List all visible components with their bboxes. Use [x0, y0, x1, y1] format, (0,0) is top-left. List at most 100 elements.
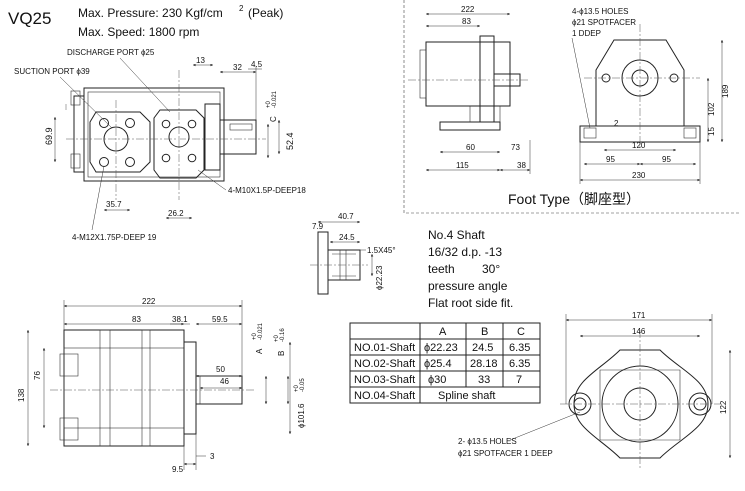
dim-4-5: 4.5 [251, 60, 263, 69]
table-row1-b: 24.5 [472, 342, 493, 354]
side-dim-b: B [277, 351, 286, 356]
foot-dim-38: 38 [517, 161, 526, 170]
pressure-peak: (Peak) [248, 6, 283, 20]
side-dim-222: 222 [142, 297, 156, 306]
foot-type-title: Foot Type（脚座型） [508, 191, 640, 207]
foot-dim-102: 102 [707, 102, 716, 116]
foot-dim-222: 222 [461, 5, 475, 14]
table-row3-b: 33 [478, 374, 490, 386]
side-hatch-bottom [59, 417, 79, 441]
side-dim-101-6-tol-bottom: -0.05 [300, 378, 306, 392]
shaft-chamfer: 1.5X45° [367, 246, 396, 255]
suction-bolt-2 [125, 118, 135, 128]
shaft-flange [317, 231, 329, 295]
side-dim-138: 138 [17, 388, 26, 402]
table-header-a: A [439, 326, 447, 338]
front-body-outline [83, 87, 225, 182]
front-mount-flange [204, 103, 221, 171]
shaft-dim-7-9: 7.9 [312, 222, 324, 231]
side-dim-a: A [255, 348, 264, 354]
table-row2-a: ϕ25.4 [424, 358, 452, 370]
table-row1-c: 6.35 [509, 342, 530, 354]
table-row3-c: 7 [516, 374, 522, 386]
table-row2-b: 28.18 [470, 358, 498, 370]
flange-holes-line1: 2- ϕ13.5 HOLES [458, 437, 517, 446]
max-speed: Max. Speed: 1800 rpm [78, 25, 199, 39]
table-row2-c: 6.35 [509, 358, 530, 370]
table-header-c: C [517, 326, 525, 338]
foot-holes-line3: 1 DDEP [572, 29, 601, 38]
side-body [63, 329, 185, 447]
table-row3-name: NO.03-Shaft [354, 374, 415, 386]
foot-dim-95-right: 95 [662, 155, 671, 164]
foot-holes-line2: ϕ21 SPOTFACER [572, 18, 636, 27]
front-shaft [219, 119, 257, 155]
side-dim-a-tol-bottom: -0.021 [258, 322, 264, 340]
shaft-dia-22-23: ϕ22.23 [375, 265, 384, 290]
shaft-note-line2: 16/32 d.p. -13 [428, 245, 502, 259]
dim-32: 32 [233, 63, 242, 72]
side-dim-b-tol-bottom: -0.16 [280, 328, 286, 342]
shaft-dim-40-7: 40.7 [338, 212, 354, 221]
discharge-bolt-4 [187, 153, 197, 163]
shaft-note-line5: Flat root side fit. [428, 296, 513, 310]
side-dim-9-5: 9.5 [172, 465, 184, 474]
side-dim-83: 83 [132, 315, 141, 324]
side-dim-a-tol-top: +0 [252, 332, 258, 340]
foot-dim-60: 60 [466, 143, 475, 152]
discharge-port-pad [153, 109, 205, 179]
side-dim-46: 46 [220, 377, 229, 386]
side-dim-b-tol-top: +0 [274, 334, 280, 342]
table-row2-name: NO.02-Shaft [354, 358, 415, 370]
table-header-b: B [481, 326, 488, 338]
dim-13: 13 [196, 56, 205, 65]
shaft-dim-24-5: 24.5 [339, 233, 355, 242]
model-name: VQ25 [8, 9, 51, 28]
foot-frame-border [403, 0, 740, 214]
side-hatch-top [59, 353, 79, 377]
shaft-note-line1: No.4 Shaft [428, 228, 485, 242]
suction-port-label: SUCTION PORT ϕ39 [14, 67, 90, 76]
foot-dim-189: 189 [721, 84, 730, 98]
foot-dim-15: 15 [707, 127, 716, 136]
front-keyway [229, 123, 253, 131]
flange-dim-146: 146 [632, 327, 646, 336]
front-hatch-bottom [70, 153, 81, 169]
shaft-table: A B C NO.01-Shaft ϕ22.23 24.5 6.35 NO.02… [349, 322, 541, 404]
suction-bolt-1 [99, 118, 109, 128]
flange-view: 171 146 122 2- ϕ13.5 HOLES ϕ21 SPOTFACER… [458, 311, 732, 470]
shaft-note-line3b: 30° [482, 262, 500, 276]
side-dim-3: 3 [210, 452, 215, 461]
dim-c-tol-bottom: -0.021 [272, 90, 278, 108]
suction-bolt-3 [99, 157, 109, 167]
dim-69-9: 69.9 [44, 127, 54, 145]
foot-side-base [439, 121, 501, 131]
dim-26-2: 26.2 [168, 209, 184, 218]
suction-bolt-4 [125, 157, 135, 167]
side-dim-59-5: 59.5 [212, 315, 228, 324]
foot-dim-120: 120 [632, 141, 646, 150]
flange-dim-122: 122 [719, 400, 728, 414]
tap-m12-label: 4-M12X1.75P-DEEP 19 [72, 233, 157, 242]
foot-dim-115: 115 [456, 161, 469, 170]
shaft-note: No.4 Shaft 16/32 d.p. -13 teeth 30° pres… [428, 228, 513, 310]
discharge-bolt-2 [187, 119, 197, 129]
side-dim-101-6: ϕ101.6 [297, 403, 306, 428]
max-pressure: Max. Pressure: 230 Kgf/cm [78, 6, 223, 20]
foot-holes-line1: 4-ϕ13.5 HOLES [572, 7, 629, 16]
side-dim-101-6-tol-top: +0 [294, 384, 300, 392]
foot-dim-95-left: 95 [606, 155, 615, 164]
dim-c-tol-top: +0 [266, 100, 272, 108]
discharge-port-label: DISCHARGE PORT ϕ25 [67, 48, 155, 57]
table-row1-name: NO.01-Shaft [354, 342, 415, 354]
pressure-superscript: 2 [239, 4, 244, 13]
dim-c: C [269, 116, 278, 122]
shaft-detail: 40.7 7.9 24.5 1.5X45° ϕ22.23 [310, 212, 396, 295]
shaft-note-line4: pressure angle [428, 279, 508, 293]
front-dimensions: DISCHARGE PORT ϕ25 SUCTION PORT ϕ39 13 3… [14, 48, 306, 242]
flange-dim-171: 171 [632, 311, 646, 320]
suction-port-pad [89, 111, 151, 173]
discharge-leader [119, 57, 171, 113]
front-view [65, 70, 266, 200]
